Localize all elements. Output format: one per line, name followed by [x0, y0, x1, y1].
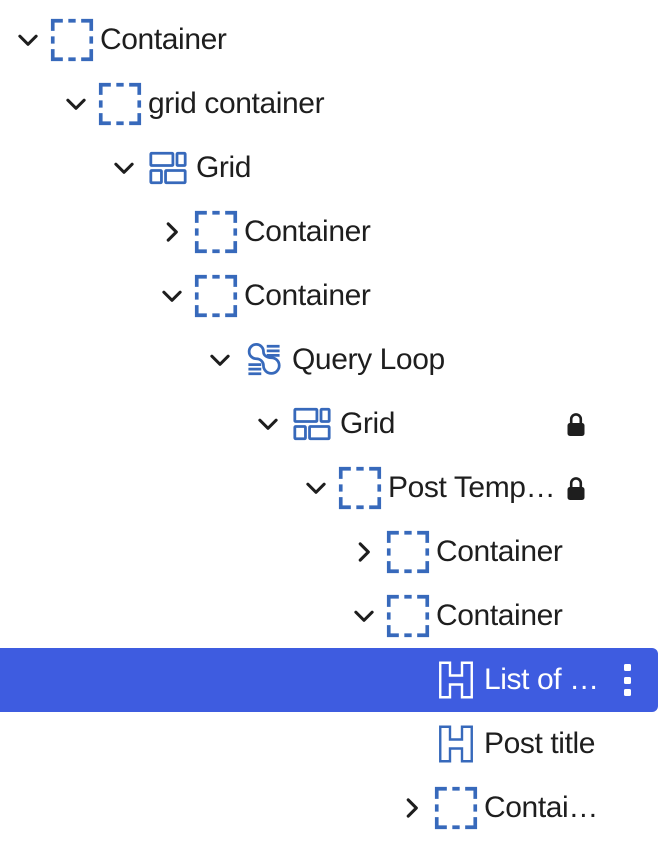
grid-block-icon — [146, 146, 190, 190]
block-label: Container — [100, 23, 227, 56]
container-block-icon — [434, 786, 478, 830]
container-block-icon — [194, 210, 238, 254]
options-dot — [623, 664, 631, 671]
lock-icon — [564, 475, 588, 502]
block-label: List of … — [484, 663, 599, 696]
container-block-icon — [98, 82, 142, 126]
container-block-icon — [386, 594, 430, 638]
chevron-right-icon[interactable] — [398, 776, 434, 840]
heading-block-icon — [434, 722, 478, 766]
block-label: Container — [244, 279, 371, 312]
tree-row[interactable]: Container — [0, 520, 658, 584]
block-label: Query Loop — [292, 343, 445, 376]
options-menu-button[interactable] — [620, 648, 634, 712]
chevron-down-icon[interactable] — [62, 72, 98, 136]
tree-row[interactable]: Container — [0, 584, 658, 648]
tree-row[interactable]: Container — [0, 200, 658, 264]
chevron-down-icon[interactable] — [14, 8, 50, 72]
tree-row[interactable]: Grid — [0, 392, 658, 456]
block-label: Post title — [484, 727, 596, 760]
heading-block-icon — [434, 658, 478, 702]
tree-row[interactable]: List of … — [0, 648, 658, 712]
container-block-icon — [338, 466, 382, 510]
expander-spacer — [398, 648, 434, 712]
tree-row[interactable]: Container — [0, 8, 658, 72]
block-label: Contai… — [484, 791, 598, 824]
block-label: Post Temp… — [388, 471, 556, 504]
tree-row[interactable]: Container — [0, 264, 658, 328]
chevron-down-icon[interactable] — [350, 584, 386, 648]
tree-row[interactable]: Grid — [0, 136, 658, 200]
tree-row[interactable]: Post title — [0, 712, 658, 776]
chevron-down-icon[interactable] — [254, 392, 290, 456]
options-dot — [623, 689, 631, 696]
tree-row[interactable]: Post Temp… — [0, 456, 658, 520]
container-block-icon — [50, 18, 94, 62]
chevron-down-icon[interactable] — [158, 264, 194, 328]
block-label: Container — [436, 599, 563, 632]
chevron-down-icon[interactable] — [302, 456, 338, 520]
tree-row[interactable]: grid container — [0, 72, 658, 136]
block-label: Grid — [340, 407, 396, 440]
container-block-icon — [194, 274, 238, 318]
tree-row[interactable]: Contai… — [0, 776, 658, 840]
lock-icon — [564, 411, 588, 438]
grid-block-icon — [290, 402, 334, 446]
chevron-right-icon[interactable] — [158, 200, 194, 264]
expander-spacer — [398, 712, 434, 776]
tree-row[interactable]: Query Loop — [0, 328, 658, 392]
query-loop-block-icon — [242, 338, 286, 382]
chevron-down-icon[interactable] — [206, 328, 242, 392]
chevron-down-icon[interactable] — [110, 136, 146, 200]
block-label: Container — [244, 215, 371, 248]
options-dot — [623, 676, 631, 684]
container-block-icon — [386, 530, 430, 574]
block-label: Container — [436, 535, 563, 568]
block-label: Grid — [196, 151, 252, 184]
chevron-right-icon[interactable] — [350, 520, 386, 584]
block-label: grid container — [148, 87, 325, 120]
